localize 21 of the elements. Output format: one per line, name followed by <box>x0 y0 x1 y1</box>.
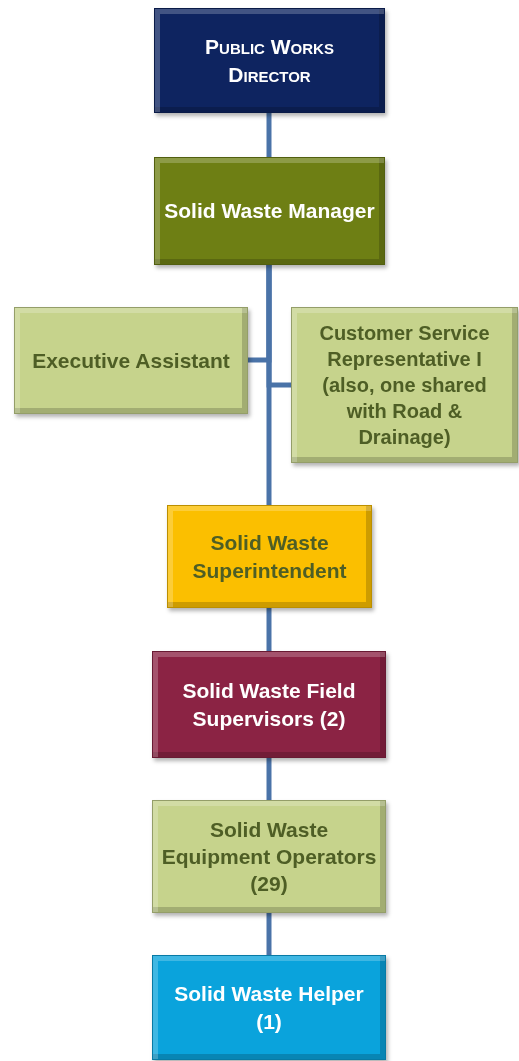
position-box <box>291 307 518 463</box>
position-box <box>154 157 385 265</box>
position-title: Solid Waste Field Supervisors (2) <box>181 678 357 732</box>
position-box <box>152 800 386 913</box>
position-title: Solid Waste Helper (1) <box>173 981 365 1035</box>
position-title: Public Works Director <box>204 34 335 88</box>
position-title: Solid Waste Equipment Operators (29) <box>161 816 377 898</box>
connector-line <box>266 913 272 955</box>
position-box <box>167 505 372 608</box>
position-box <box>152 651 386 758</box>
position-title: Customer Service Representative I (also, one shared with Road & Drainage) <box>318 321 491 450</box>
position-box <box>154 8 385 113</box>
position-title: Executive Assistant <box>32 347 230 374</box>
connector-line <box>266 608 272 651</box>
position-title: Solid Waste Manager <box>164 198 375 225</box>
connector-line <box>266 113 272 157</box>
position-box <box>14 307 248 414</box>
connector-line <box>266 758 272 800</box>
position-box <box>152 955 386 1060</box>
connector-line <box>266 265 272 505</box>
position-title: Solid Waste Superintendent <box>191 530 348 584</box>
